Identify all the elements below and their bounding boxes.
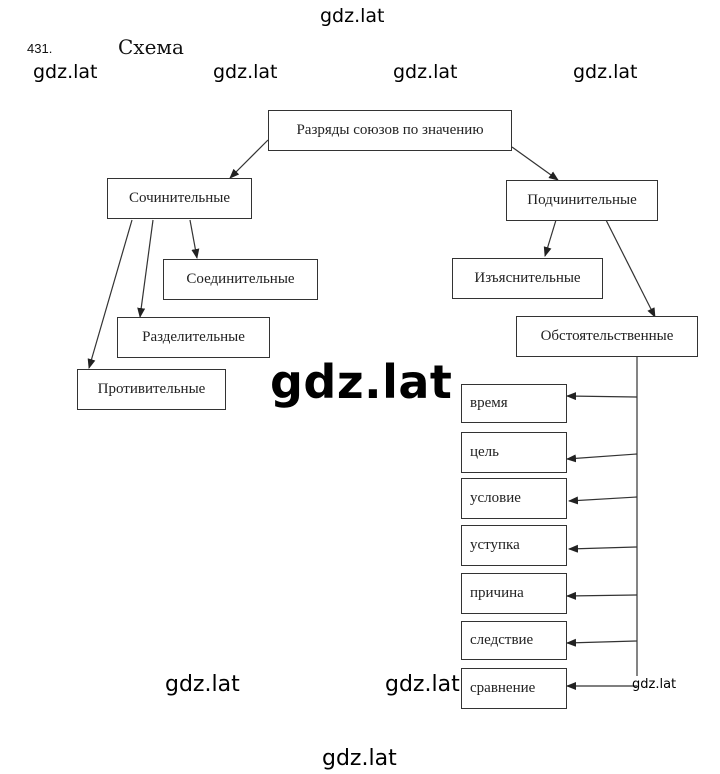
arrow-to-type-2	[566, 453, 638, 463]
node-type-time: время	[461, 384, 567, 423]
node-type-comparison: сравнение	[461, 668, 567, 709]
watermark-row-3: gdz.lat	[393, 61, 458, 83]
arrow-to-adversative	[87, 219, 133, 369]
node-type-condition-label: условие	[470, 490, 521, 506]
watermark-footer: gdz.lat	[322, 746, 397, 771]
arrow-to-circumstantial	[605, 219, 656, 318]
watermark-row-4: gdz.lat	[573, 61, 638, 83]
node-connective: Соединительные	[163, 259, 318, 300]
arrow-to-type-3	[568, 496, 638, 505]
node-type-purpose-label: цель	[470, 444, 500, 460]
node-explanatory-label: Изъяснительные	[474, 270, 581, 286]
node-adversative-label: Противительные	[97, 381, 206, 397]
node-type-time-label: время	[470, 395, 508, 411]
node-type-purpose: цель	[461, 432, 567, 473]
node-coordinating-label: Сочинительные	[128, 190, 231, 206]
node-type-condition: условие	[461, 478, 567, 519]
arrow-to-disjunctive	[137, 219, 154, 318]
node-type-consequence: следствие	[461, 621, 567, 660]
arrow-root-to-subordinating	[511, 146, 559, 181]
watermark-bottom-mid: gdz.lat	[385, 672, 460, 697]
node-disjunctive-label: Разделительные	[142, 329, 245, 345]
watermark-bottom-right: gdz.lat	[632, 677, 677, 692]
node-subordinating: Подчинительные	[506, 180, 658, 221]
node-type-consequence-label: следствие	[470, 632, 534, 648]
watermark-center: gdz.lat	[270, 355, 453, 409]
node-explanatory: Изъяснительные	[452, 258, 603, 299]
arrow-to-type-6	[566, 638, 638, 647]
node-root: Разряды союзов по значению	[268, 110, 512, 151]
page-title: Схема	[118, 35, 184, 59]
task-number: 431.	[27, 41, 53, 56]
node-root-label: Разряды союзов по значению	[296, 122, 484, 138]
watermark-top: gdz.lat	[320, 5, 385, 27]
arrow-to-type-1	[566, 392, 638, 401]
arrow-to-explanatory	[543, 219, 557, 257]
watermark-row-2: gdz.lat	[213, 61, 278, 83]
node-circumstantial-label: Обстоятельственные	[540, 328, 674, 344]
arrow-root-to-coordinating	[229, 139, 269, 179]
arrow-to-type-4	[568, 544, 638, 553]
watermark-bottom-left: gdz.lat	[165, 672, 240, 697]
node-disjunctive: Разделительные	[117, 317, 270, 358]
watermark-row-1: gdz.lat	[33, 61, 98, 83]
arrow-to-connective	[189, 219, 200, 259]
node-type-cause: причина	[461, 573, 567, 614]
node-circumstantial: Обстоятельственные	[516, 316, 698, 357]
arrow-to-type-5	[566, 591, 638, 600]
node-type-cause-label: причина	[470, 585, 524, 601]
node-subordinating-label: Подчинительные	[527, 192, 637, 208]
node-connective-label: Соединительные	[186, 271, 295, 287]
node-adversative: Противительные	[77, 369, 226, 410]
node-type-comparison-label: сравнение	[470, 680, 536, 696]
node-coordinating: Сочинительные	[107, 178, 252, 219]
node-type-concession-label: уступка	[470, 537, 520, 553]
node-type-concession: уступка	[461, 525, 567, 566]
